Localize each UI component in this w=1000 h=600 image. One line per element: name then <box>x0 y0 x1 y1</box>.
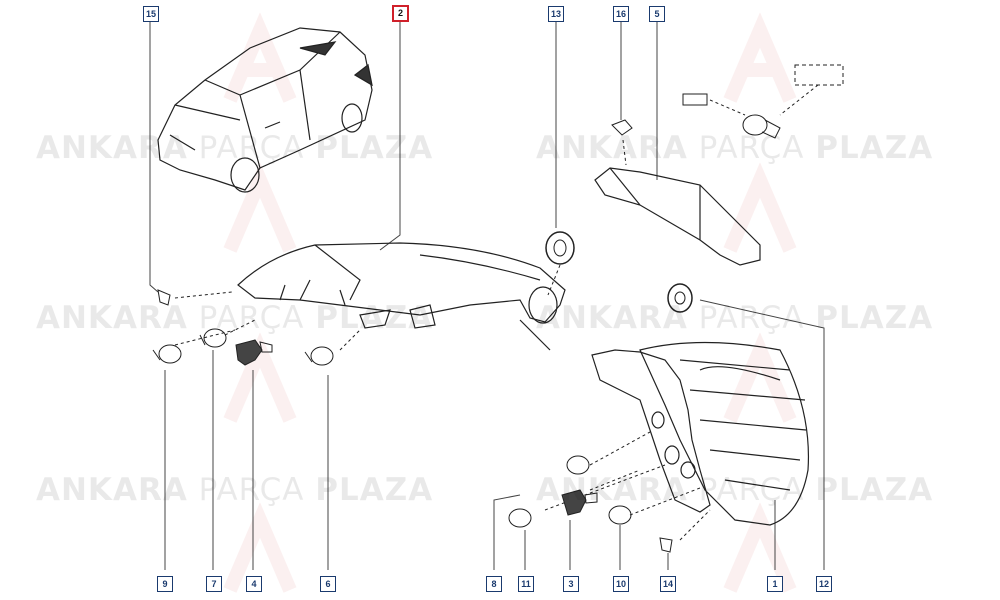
callout-14[interactable]: 14 <box>660 576 676 592</box>
callout-6[interactable]: 6 <box>320 576 336 592</box>
bracket-5 <box>594 167 761 266</box>
callout-8[interactable]: 8 <box>486 576 502 592</box>
watermark-logos <box>223 12 797 593</box>
taillamp-housing <box>591 349 711 513</box>
callout-5[interactable]: 5 <box>649 6 665 22</box>
callout-13[interactable]: 13 <box>548 6 564 22</box>
leader-lines <box>149 20 825 570</box>
screw-16 <box>611 119 633 136</box>
car-illustration <box>157 27 373 193</box>
callout-9[interactable]: 9 <box>157 576 173 592</box>
grommet-13 <box>545 231 575 265</box>
callout-4[interactable]: 4 <box>246 576 262 592</box>
bulb-top-right <box>682 64 844 139</box>
small-bulbs <box>152 289 673 553</box>
taillamp-lens <box>639 341 810 526</box>
callout-12[interactable]: 12 <box>816 576 832 592</box>
callout-3[interactable]: 3 <box>563 576 579 592</box>
callout-1[interactable]: 1 <box>767 576 783 592</box>
callout-11[interactable]: 11 <box>518 576 534 592</box>
bulb-holders <box>235 339 598 516</box>
dashed-arrows <box>174 84 819 541</box>
callout-10[interactable]: 10 <box>613 576 629 592</box>
callout-15[interactable]: 15 <box>143 6 159 22</box>
grommet-12 <box>667 283 693 313</box>
callout-2[interactable]: 2 <box>392 5 409 22</box>
callout-16[interactable]: 16 <box>613 6 629 22</box>
callout-7[interactable]: 7 <box>206 576 222 592</box>
headlamp-left <box>237 242 566 351</box>
